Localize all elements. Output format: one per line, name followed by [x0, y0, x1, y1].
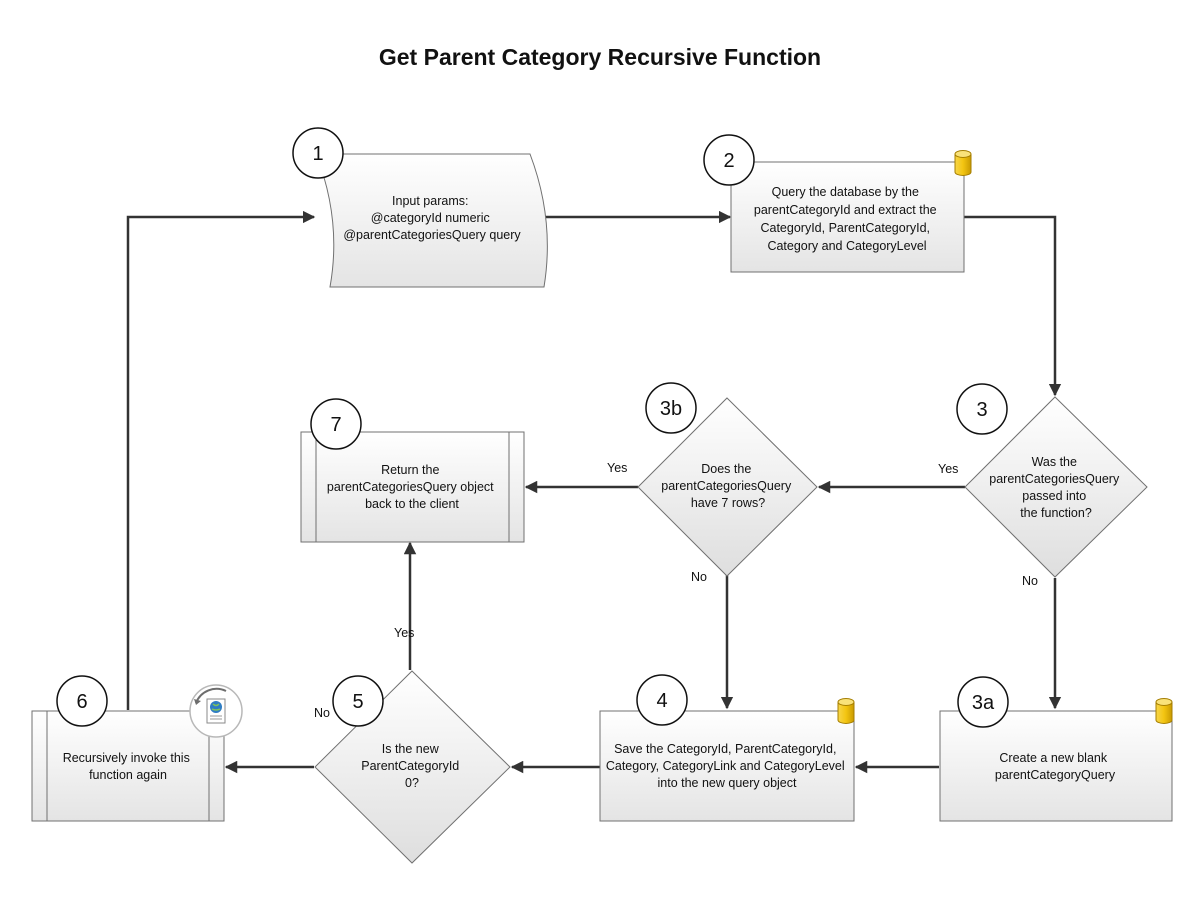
node-3-shape	[964, 396, 1148, 578]
step-number-3: 3	[956, 383, 1008, 435]
svg-text:3a: 3a	[972, 692, 995, 714]
node-1-shape	[315, 153, 548, 288]
svg-text:7: 7	[330, 414, 341, 436]
step-number-7: 7	[310, 398, 362, 450]
edge-6-to-1	[126, 210, 316, 710]
svg-text:4: 4	[656, 690, 667, 712]
step-number-4: 4	[636, 674, 688, 726]
node-1-text: Input params: @categoryId numeric @paren…	[343, 194, 521, 242]
svg-text:5: 5	[352, 691, 363, 713]
step-number-1: 1	[292, 127, 344, 179]
node-1-input-params: Input params: @categoryId numeric @paren…	[315, 153, 548, 288]
svg-text:6: 6	[76, 691, 87, 713]
node-4-shape	[599, 710, 855, 822]
node-6-shape	[31, 710, 225, 822]
node-5-text: Is the new ParentCategoryId 0?	[361, 742, 462, 790]
node-7-shape	[300, 431, 525, 543]
diagram-title: Get Parent Category Recursive Function	[379, 44, 821, 70]
node-3-text: Was the parentCategoriesQuery passed int…	[989, 455, 1122, 520]
node-3a-create-query: Create a new blank parentCategoryQuery	[939, 710, 1173, 822]
node-3a-shape	[939, 710, 1173, 822]
label-3b-no: No	[691, 570, 707, 584]
node-4-save-category: Save the CategoryId, ParentCategoryId, C…	[599, 710, 855, 822]
node-3a-text: Create a new blank parentCategoryQuery	[995, 751, 1116, 782]
step-number-2: 2	[703, 134, 755, 186]
label-5-no: No	[314, 706, 330, 720]
label-5-yes: Yes	[394, 626, 414, 640]
database-icon	[954, 150, 972, 176]
node-6-recursive-invoke: Recursively invoke this function again	[31, 710, 225, 822]
step-number-6: 6	[56, 675, 108, 727]
node-6-text: Recursively invoke this function again	[63, 751, 194, 782]
node-7-text: Return the parentCategoriesQuery object …	[327, 463, 497, 511]
node-3-decision-query-passed: Was the parentCategoriesQuery passed int…	[964, 396, 1148, 578]
step-number-3a: 3a	[957, 676, 1009, 728]
svg-text:1: 1	[312, 143, 323, 165]
node-7-return-query: Return the parentCategoriesQuery object …	[300, 431, 525, 543]
label-3-yes: Yes	[938, 462, 958, 476]
node-3b-shape	[637, 397, 818, 577]
label-3b-yes: Yes	[607, 461, 627, 475]
svg-text:2: 2	[723, 150, 734, 172]
label-3-no: No	[1022, 574, 1038, 588]
svg-text:3b: 3b	[660, 398, 682, 420]
node-2-shape	[730, 161, 965, 273]
node-2-query-database: Query the database by the parentCategory…	[730, 161, 965, 273]
database-icon	[837, 698, 855, 724]
step-number-5: 5	[332, 675, 384, 727]
web-page-globe-icon	[189, 684, 243, 738]
node-4-text: Save the CategoryId, ParentCategoryId, C…	[606, 742, 848, 790]
edge-2-to-3	[964, 215, 1062, 397]
node-3b-decision-seven-rows: Does the parentCategoriesQuery have 7 ro…	[637, 397, 818, 577]
svg-text:3: 3	[976, 399, 987, 421]
database-icon	[1155, 698, 1173, 724]
node-2-text: Query the database by the parentCategory…	[754, 185, 940, 253]
node-3b-text: Does the parentCategoriesQuery have 7 ro…	[661, 462, 794, 510]
edges	[126, 210, 1062, 774]
step-number-3b: 3b	[645, 382, 697, 434]
